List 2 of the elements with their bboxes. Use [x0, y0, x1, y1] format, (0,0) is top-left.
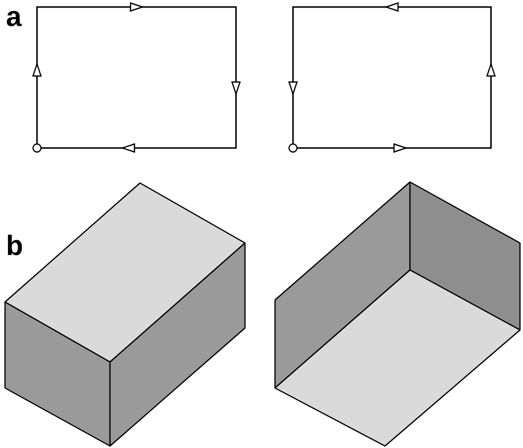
panel-label: a	[6, 3, 22, 31]
panel-label: b	[6, 232, 24, 260]
